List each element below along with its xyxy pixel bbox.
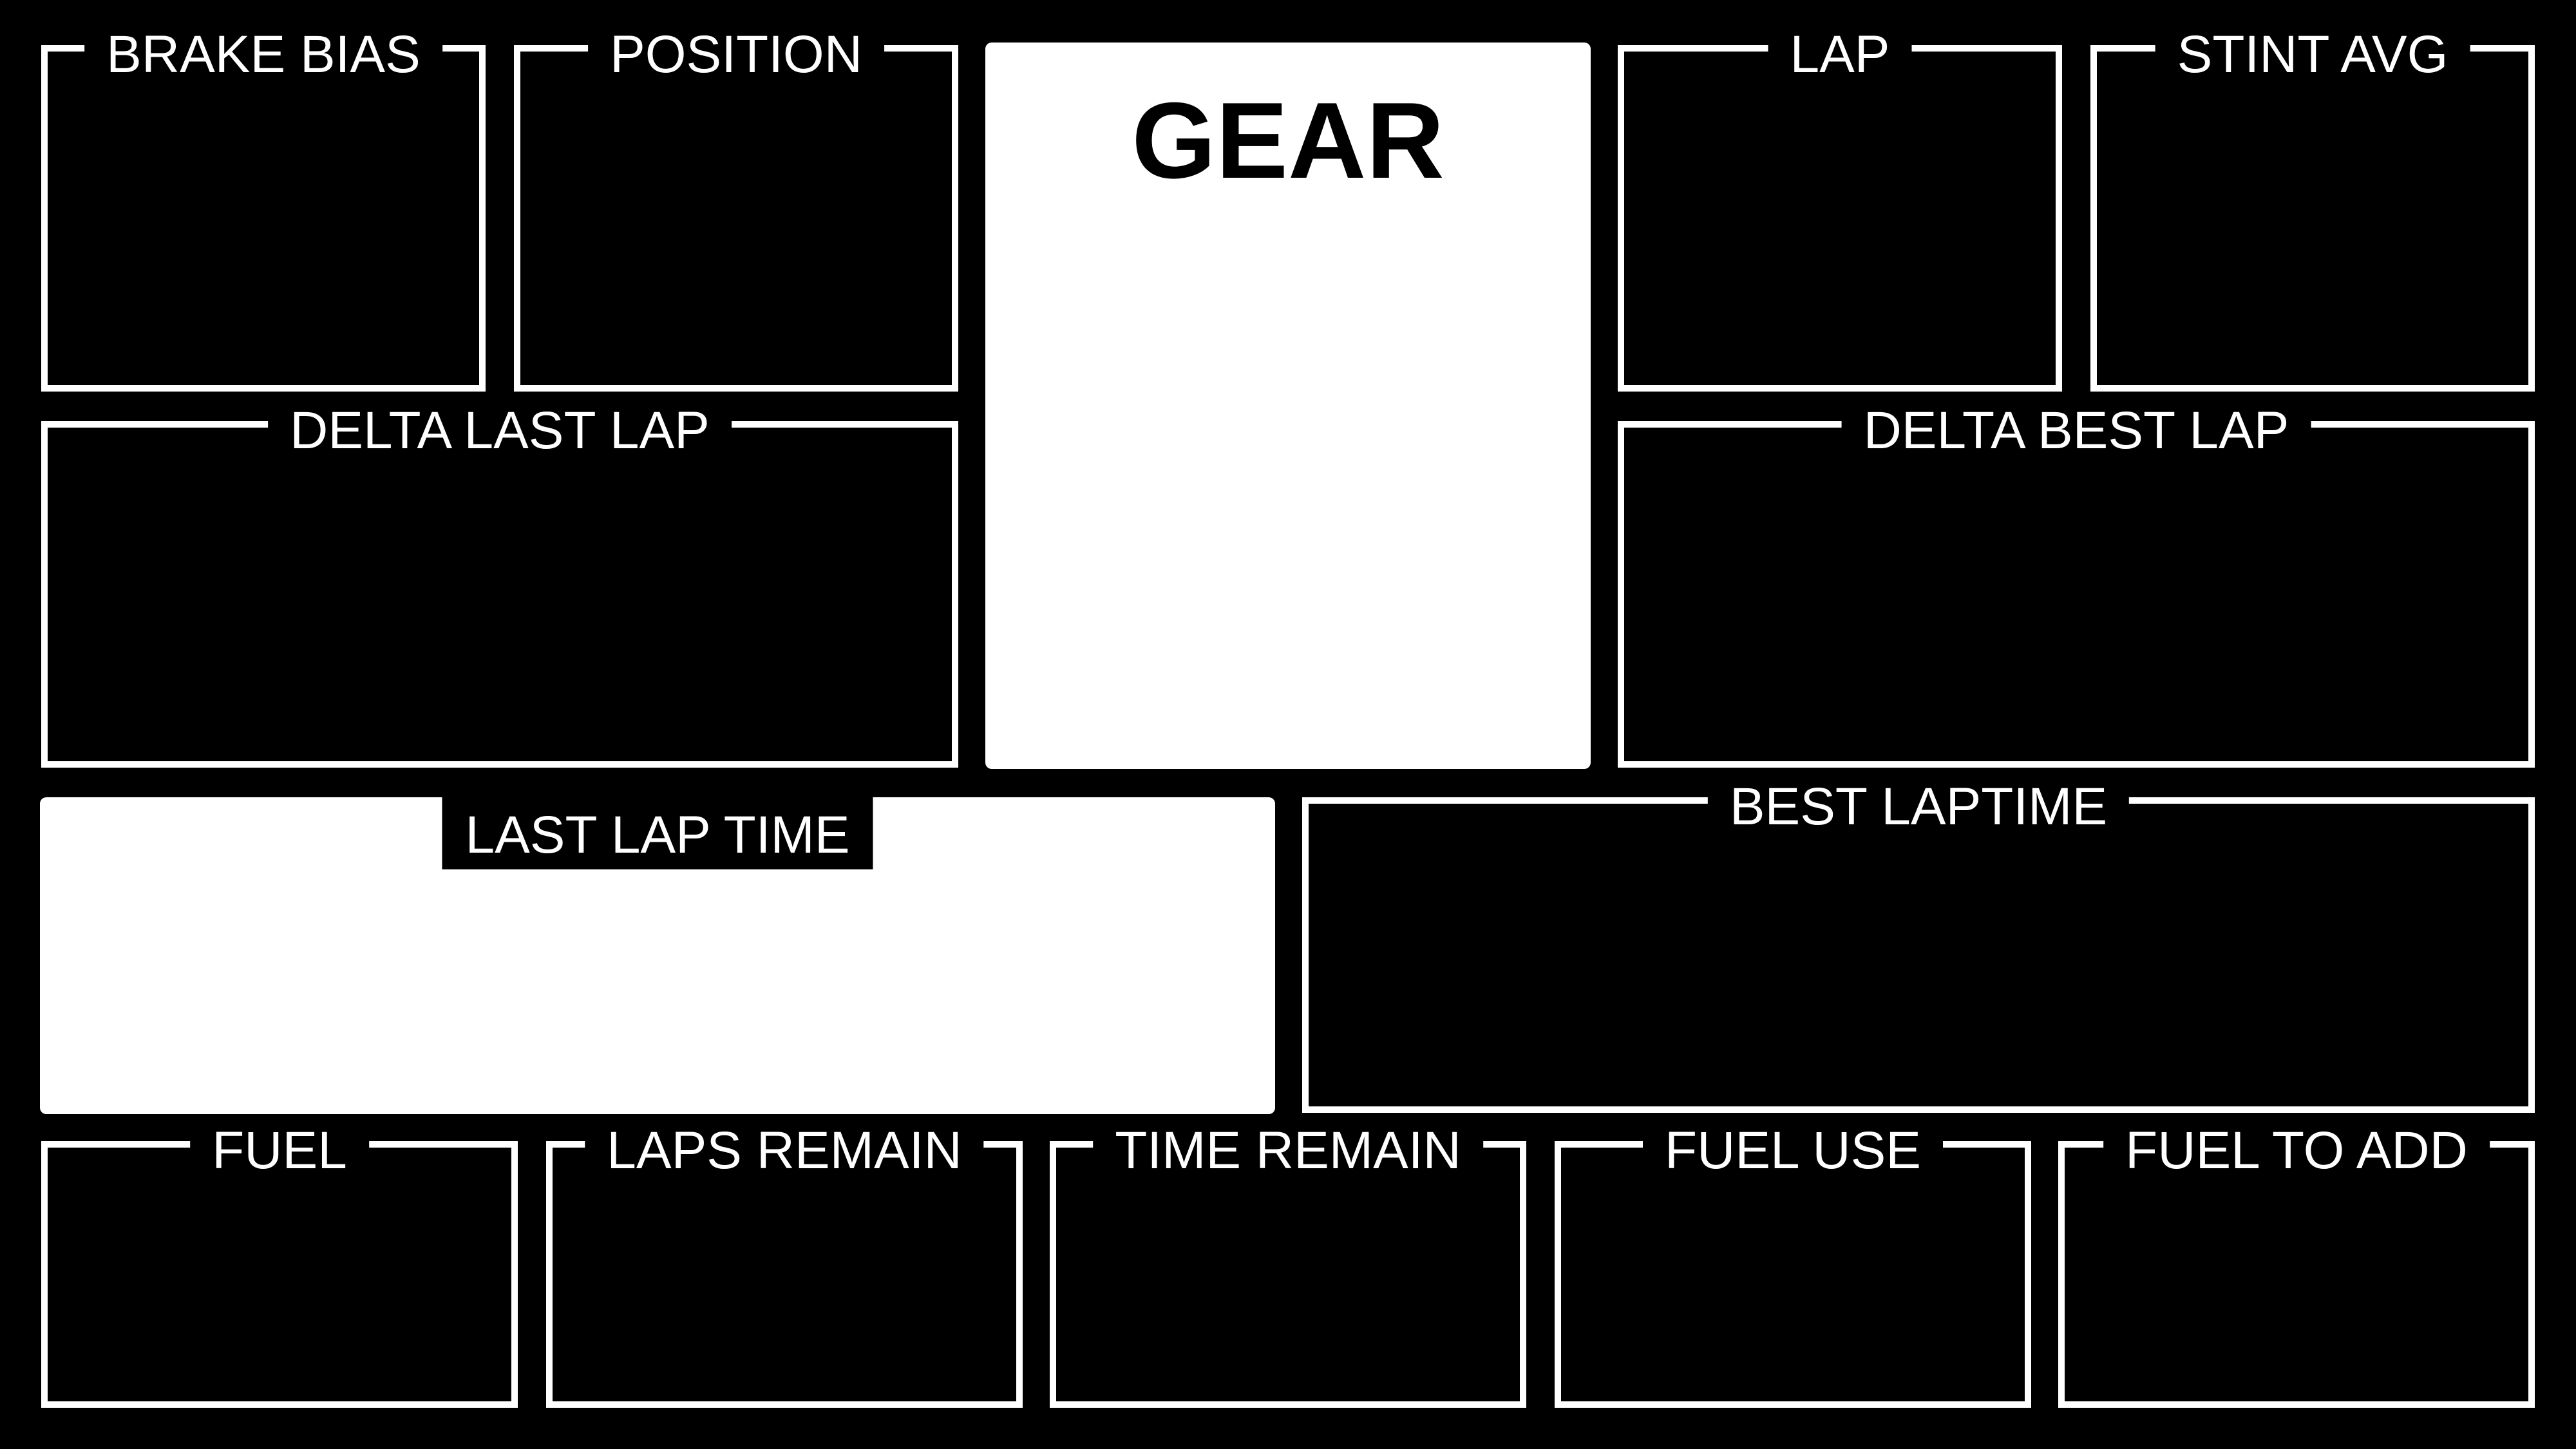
position-label: POSITION — [588, 23, 884, 85]
position-panel: POSITION — [514, 23, 958, 392]
stint-avg-panel: STINT AVG — [2090, 23, 2535, 392]
fuel-use-label: FUEL USE — [1643, 1119, 1943, 1181]
delta-last-lap-label: DELTA LAST LAP — [268, 399, 732, 461]
laps-remain-panel: LAPS REMAIN — [546, 1119, 1023, 1408]
time-remain-panel: TIME REMAIN — [1050, 1119, 1526, 1408]
stint-avg-label: STINT AVG — [2155, 23, 2470, 85]
gear-label: GEAR — [1132, 80, 1444, 201]
last-lap-time-panel: LAST LAP TIME — [40, 797, 1275, 1114]
best-laptime-label: BEST LAPTIME — [1707, 775, 2130, 837]
lap-panel: LAP — [1618, 23, 2062, 392]
fuel-to-add-label: FUEL TO ADD — [2103, 1119, 2490, 1181]
best-laptime-panel: BEST LAPTIME — [1302, 775, 2535, 1113]
time-remain-label: TIME REMAIN — [1093, 1119, 1483, 1181]
lap-label: LAP — [1768, 23, 1912, 85]
last-lap-time-label: LAST LAP TIME — [442, 797, 873, 869]
brake-bias-label: BRAKE BIAS — [84, 23, 442, 85]
brake-bias-panel: BRAKE BIAS — [41, 23, 486, 392]
delta-best-lap-panel: DELTA BEST LAP — [1618, 399, 2535, 768]
fuel-label: FUEL — [190, 1119, 369, 1181]
fuel-use-panel: FUEL USE — [1555, 1119, 2031, 1408]
fuel-to-add-panel: FUEL TO ADD — [2058, 1119, 2535, 1408]
fuel-panel: FUEL — [41, 1119, 518, 1408]
delta-last-lap-panel: DELTA LAST LAP — [41, 399, 958, 768]
delta-best-lap-label: DELTA BEST LAP — [1841, 399, 2311, 461]
gear-panel: GEAR — [985, 43, 1591, 769]
laps-remain-label: LAPS REMAIN — [585, 1119, 984, 1181]
